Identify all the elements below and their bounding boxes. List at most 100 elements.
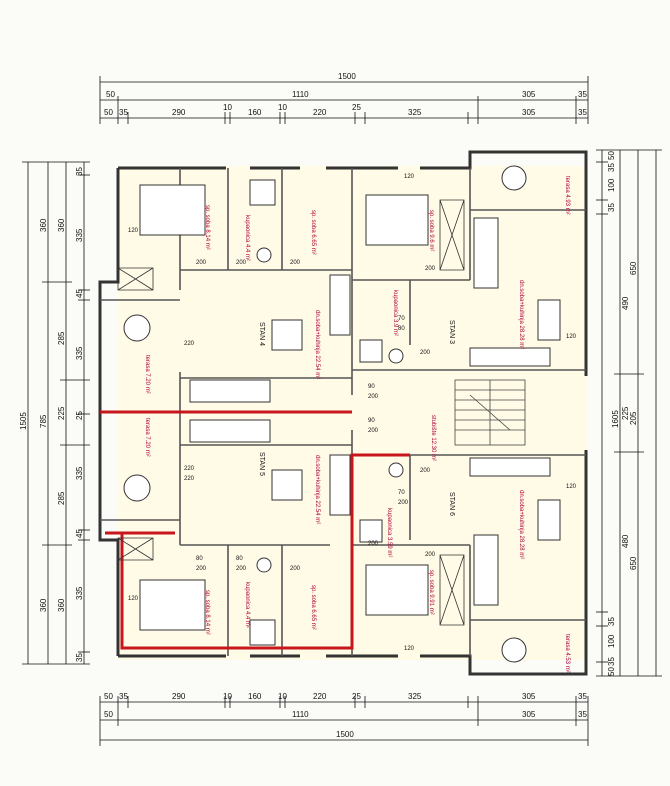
right-dim-col4-2: 100 <box>607 178 616 192</box>
apartment-label-6: STAN 6 <box>448 492 455 516</box>
dining-table-icon <box>271 469 303 501</box>
bottom-dim-row1-4: 10 <box>223 692 232 701</box>
top-dim-row3-8: 25 <box>352 103 361 112</box>
right-dim-col4-1: 35 <box>607 163 616 172</box>
door-label: 200 <box>398 500 409 506</box>
top-dim-row3-4: 10 <box>223 103 232 112</box>
toilet-icon <box>256 247 272 263</box>
door-label: 80 <box>236 556 243 562</box>
left-dim-col2-1: 360 <box>39 218 48 232</box>
bottom-dim-row1-11: 35 <box>578 692 587 701</box>
dining-table-icon <box>271 319 303 351</box>
door-label: 200 <box>368 541 379 547</box>
toilet-icon <box>388 348 404 364</box>
bottom-dim-total: 1500 <box>336 730 354 739</box>
left-dim-outer: 1505 <box>19 412 28 430</box>
toilet-icon <box>256 557 272 573</box>
sofa-icon <box>473 217 499 289</box>
door-label: 200 <box>196 566 207 572</box>
right-dimension-lines <box>596 149 662 677</box>
wardrobe-icon <box>439 199 465 271</box>
bottom-dim-row1-2: 35 <box>119 692 128 701</box>
left-dimension-labels: 1505 360 785 360 360 285 225 285 360 35 … <box>19 167 84 662</box>
top-dim-mid-right: 305 <box>522 90 536 99</box>
right-dim-col3-1: 490 <box>621 296 630 310</box>
room-label-terasa-5: terasa 7.20 m² <box>144 418 150 457</box>
bottom-dim-row2-far-right: 35 <box>578 710 587 719</box>
room-label-terasa-bottom-right: terasa 4.53 m² <box>564 634 570 673</box>
top-dimension-lines <box>99 76 589 124</box>
door-label: 220 <box>184 341 195 347</box>
room-label-kupaonica-3: kupaonica 3.9 m² <box>392 290 398 336</box>
furniture-sofas <box>189 217 551 606</box>
shower-icon <box>359 519 383 543</box>
bed-icon <box>365 194 429 246</box>
sofa-icon <box>189 419 271 443</box>
right-dimension-labels: 1605 650 205 650 490 225 480 35 100 35 3… <box>607 151 638 676</box>
table-icon <box>501 637 527 663</box>
door-label: 200 <box>290 566 301 572</box>
door-label: 90 <box>368 384 375 390</box>
door-label: 120 <box>128 228 139 234</box>
left-dim-col3-5: 360 <box>57 598 66 612</box>
furniture-beds <box>139 184 429 631</box>
room-label-spavaca-5a: sp. soba 8.14 m² <box>204 590 210 635</box>
sofa-icon <box>189 379 271 403</box>
apartment-label-5: STAN 5 <box>258 452 265 476</box>
right-dim-col4-7: 50 <box>607 151 616 160</box>
right-dim-col4-3: 35 <box>607 203 616 212</box>
staircase <box>454 379 526 446</box>
left-dim-col2-2: 785 <box>39 414 48 428</box>
shower-icon <box>249 619 276 646</box>
top-dim-mid-center: 1110 <box>292 90 309 99</box>
dining-table-icon <box>537 499 561 541</box>
room-label-spavaca-4a: sp. soba 8.14 m² <box>204 205 210 250</box>
left-dim-col4-9: 35 <box>75 653 84 662</box>
door-label: 120 <box>566 484 577 490</box>
door-label: 220 <box>184 466 195 472</box>
room-label-dnevni-6: dn.soba+kuhinja 28.28 m² <box>518 490 524 559</box>
door-label: 70 <box>398 316 405 322</box>
room-label-kupaonica-4: kupaonica 4.4 m² <box>244 215 250 261</box>
door-label: 200 <box>196 260 207 266</box>
left-dim-col4-6: 335 <box>75 466 84 480</box>
right-dim-col4-4: 35 <box>607 617 616 626</box>
dining-table-icon <box>537 299 561 341</box>
room-label-kupaonica-5: kupaonica 4.4 m² <box>244 582 250 628</box>
bottom-dimension-lines <box>99 696 589 746</box>
top-dimension-labels: 1500 50 1110 305 35 50 35 290 10 160 10 … <box>104 72 587 117</box>
bottom-dim-row2-right: 305 <box>522 710 536 719</box>
door-label: 200 <box>425 552 436 558</box>
bottom-dim-row1-3: 290 <box>172 692 186 701</box>
bottom-dim-row2-center: 1110 <box>292 710 309 719</box>
door-label: 200 <box>236 260 247 266</box>
left-dim-col4-8: 335 <box>75 586 84 600</box>
door-label: 220 <box>184 476 195 482</box>
right-dim-col4-8: 50 <box>607 667 616 676</box>
right-dim-col2-2: 205 <box>629 411 638 425</box>
bottom-dim-row1-6: 10 <box>278 692 287 701</box>
bottom-dim-row1-1: 50 <box>104 692 113 701</box>
highlight-outline <box>100 410 410 650</box>
top-dim-row3-10: 305 <box>522 108 536 117</box>
right-dim-col3-3: 480 <box>621 534 630 548</box>
room-labels: terasa 4.93 m² sp. soba 9.6 m² kupaonica… <box>144 176 570 673</box>
bottom-dim-row2-left: 50 <box>104 710 113 719</box>
right-dim-col4-6: 35 <box>607 657 616 666</box>
sofa-icon <box>473 534 499 606</box>
door-label: 200 <box>420 468 431 474</box>
toilet-icon <box>388 462 404 478</box>
wardrobes <box>117 199 465 626</box>
left-dim-col3-2: 285 <box>57 331 66 345</box>
door-label: 120 <box>404 646 415 652</box>
shower-icon <box>249 179 276 206</box>
right-dim-col2-3: 650 <box>629 556 638 570</box>
top-dim-total: 1500 <box>338 72 356 81</box>
door-label: 120 <box>128 596 139 602</box>
room-label-spavaca-5b: sp. soba 6.65 m² <box>310 585 316 630</box>
top-dim-mid-left: 50 <box>106 90 115 99</box>
right-dim-outer: 1605 <box>611 410 620 428</box>
wardrobe-icon <box>439 554 465 626</box>
left-dim-col4-5: 25 <box>75 411 84 420</box>
door-label: 200 <box>290 260 301 266</box>
